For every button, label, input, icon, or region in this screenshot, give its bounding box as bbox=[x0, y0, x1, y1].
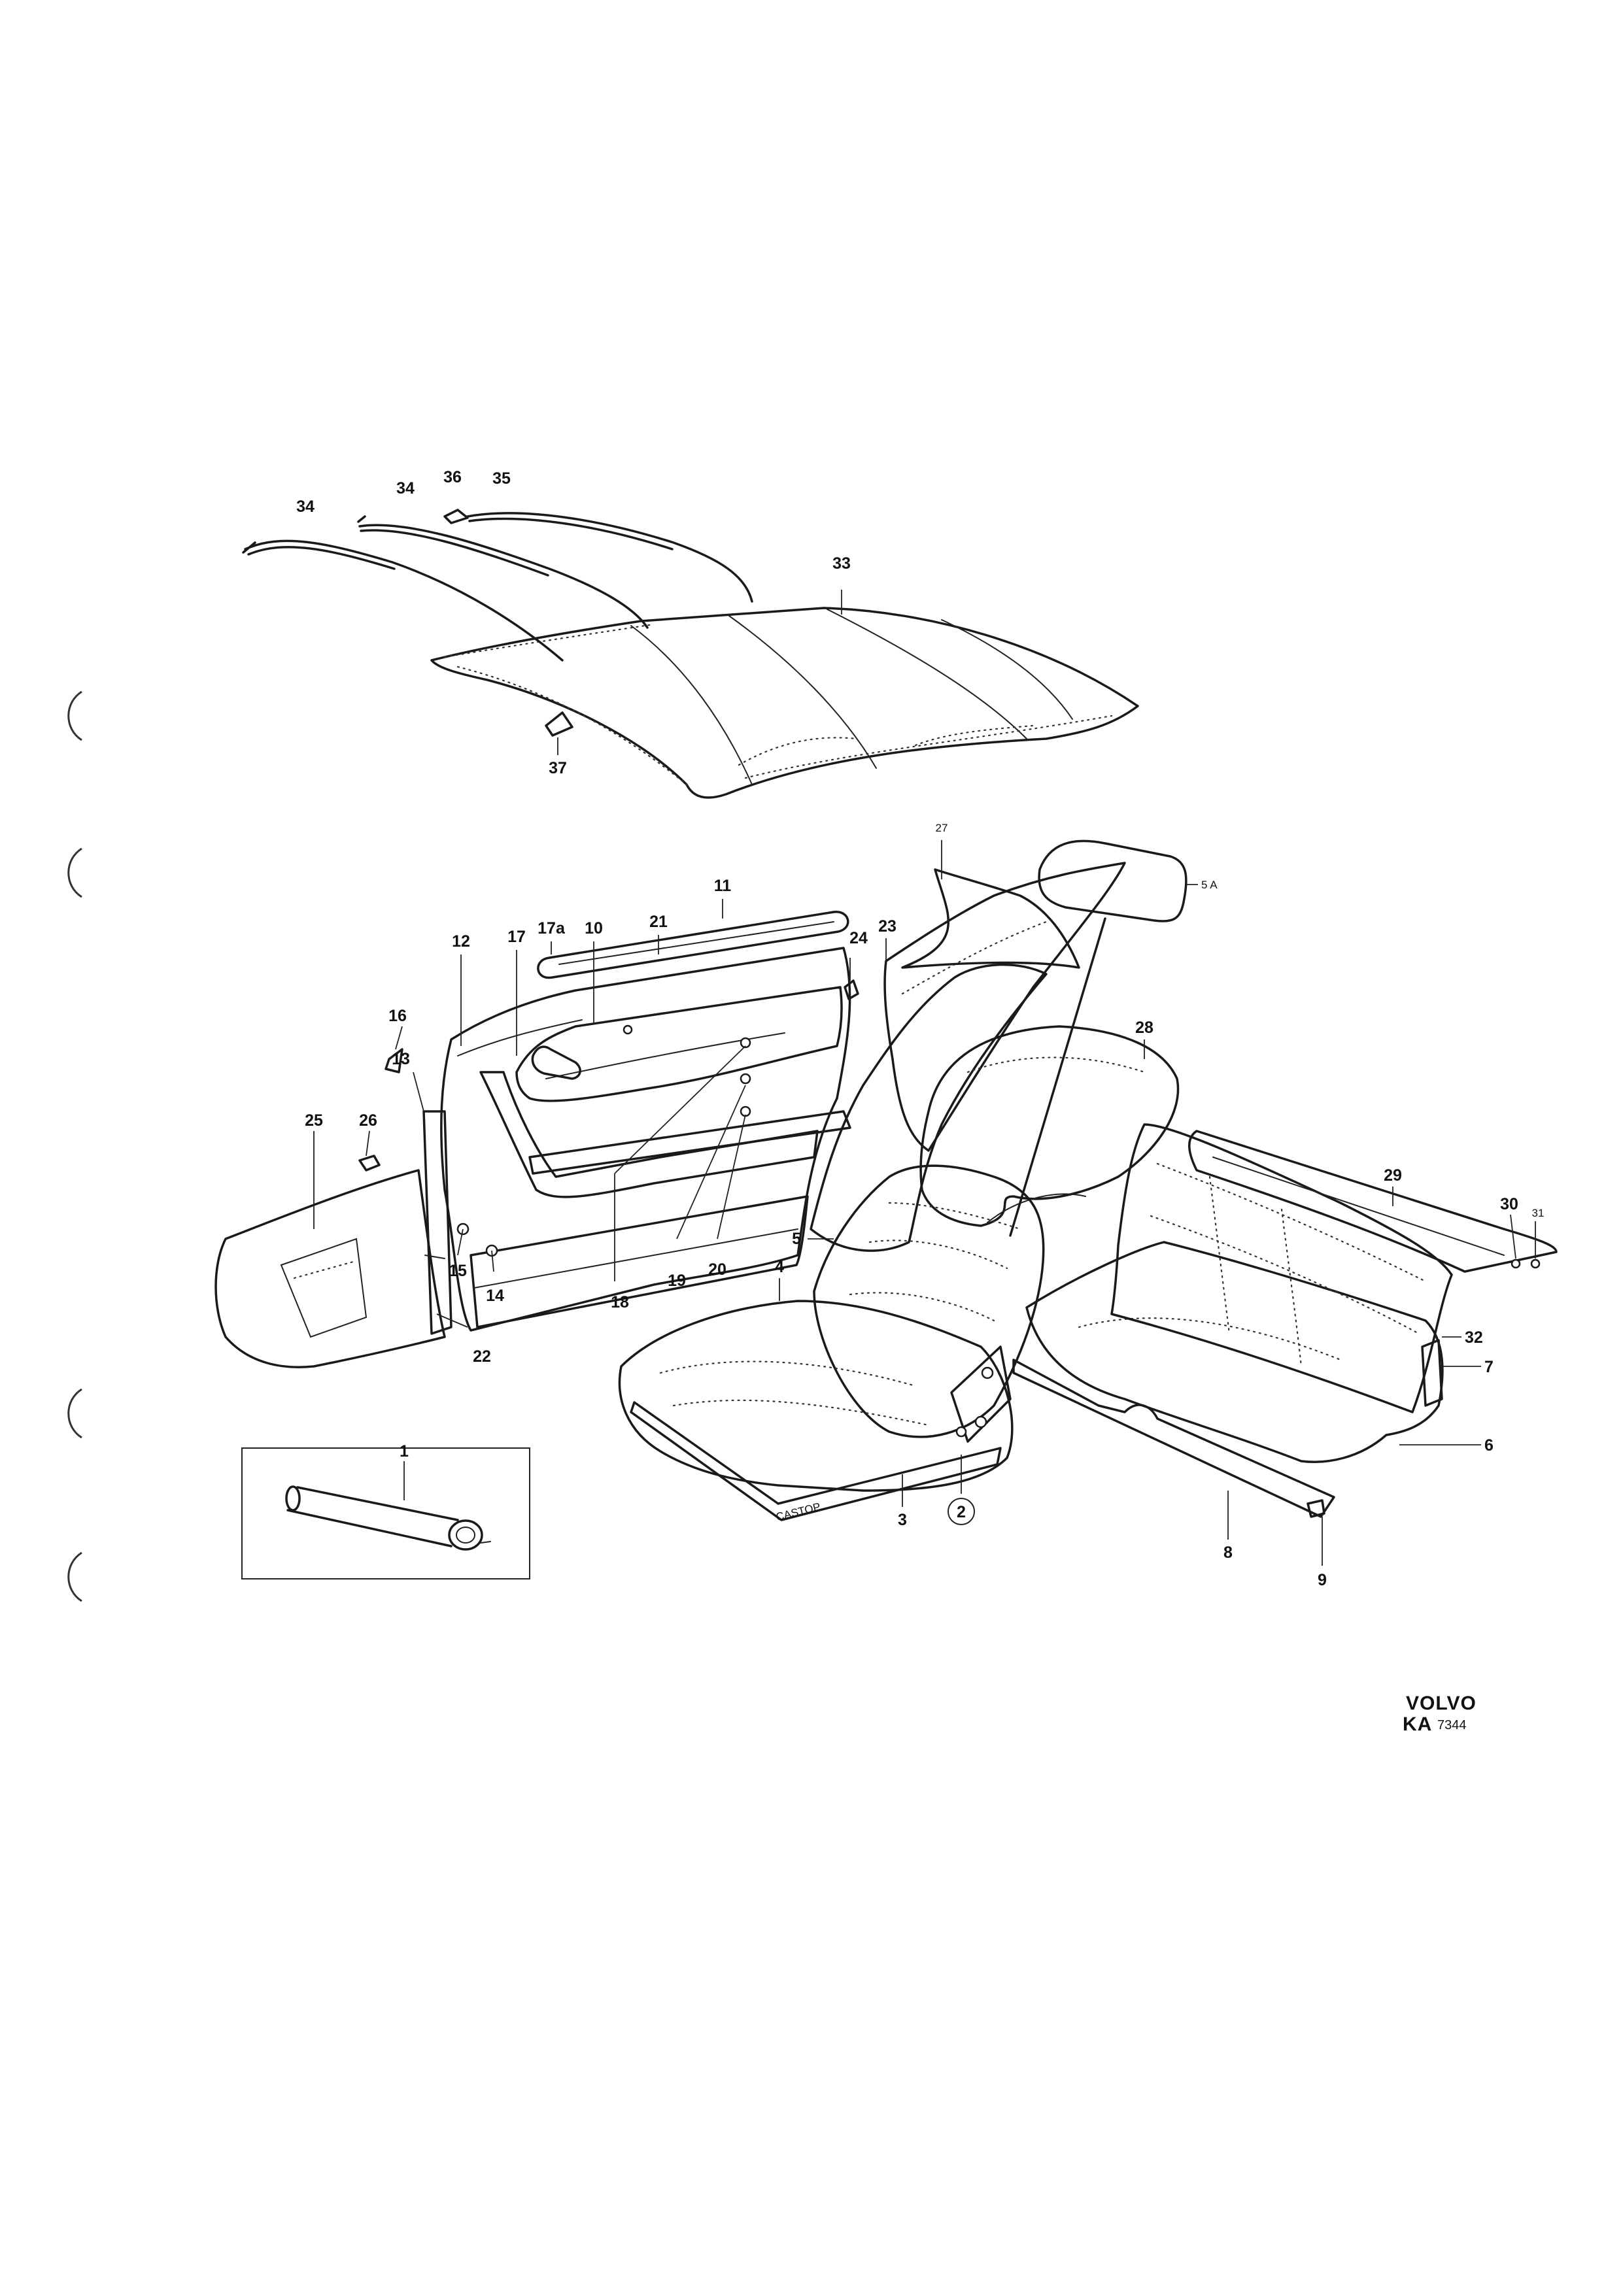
label-5: 5 bbox=[792, 1230, 801, 1248]
brand-volvo: VOLVO bbox=[1406, 1693, 1477, 1714]
binder-marks bbox=[67, 690, 82, 1602]
label-26: 26 bbox=[359, 1111, 377, 1130]
label-17a: 17a bbox=[538, 919, 566, 937]
label-25: 25 bbox=[305, 1111, 323, 1130]
label-11: 11 bbox=[714, 877, 732, 895]
label-34-front: 34 bbox=[296, 498, 315, 516]
rear-seat-cushion bbox=[1025, 1241, 1444, 1463]
window-handle-part16 bbox=[384, 1048, 403, 1073]
bow-clip bbox=[443, 509, 469, 524]
armrest-trim-strip bbox=[528, 1110, 851, 1175]
drawing-code: VOLVO KA 7344 bbox=[1403, 1693, 1477, 1735]
shelf-fastener bbox=[1511, 1258, 1541, 1269]
label-1: 1 bbox=[400, 1442, 409, 1460]
door-trim-panel bbox=[440, 947, 851, 1332]
label-12: 12 bbox=[452, 932, 470, 951]
label-10: 10 bbox=[585, 919, 603, 937]
label-9: 9 bbox=[1318, 1571, 1327, 1589]
label-34-middle: 34 bbox=[396, 479, 415, 498]
roof-bow-rear bbox=[466, 512, 753, 603]
roof-bow-front bbox=[242, 539, 564, 662]
code-number: 7344 bbox=[1437, 1718, 1467, 1732]
rear-seat-backrest-side bbox=[919, 1025, 1180, 1227]
label-35: 35 bbox=[492, 469, 511, 488]
front-seat-cushion bbox=[618, 1300, 1014, 1492]
door-lock-knob bbox=[844, 979, 859, 1000]
door-pocket-frame bbox=[479, 1071, 819, 1198]
label-28: 28 bbox=[1135, 1019, 1153, 1037]
label-18: 18 bbox=[611, 1293, 629, 1311]
kick-panel-clip bbox=[358, 1155, 381, 1172]
label-15: 15 bbox=[449, 1262, 467, 1280]
kick-panel bbox=[214, 1169, 446, 1368]
code-prefix: KA bbox=[1403, 1714, 1432, 1735]
front-seat-runner bbox=[630, 1401, 1002, 1521]
label-8: 8 bbox=[1223, 1544, 1233, 1562]
door-frame-strip bbox=[422, 1110, 453, 1335]
roof-liner bbox=[430, 607, 1139, 799]
upper-rail-trim bbox=[537, 911, 849, 979]
rear-pillar-trim bbox=[901, 868, 1080, 969]
label-23: 23 bbox=[878, 917, 897, 936]
label-2: 2 bbox=[957, 1503, 966, 1521]
label-19: 19 bbox=[668, 1272, 686, 1290]
label-32: 32 bbox=[1465, 1328, 1483, 1347]
label-13: 13 bbox=[392, 1050, 410, 1068]
rear-seat-floor-clip bbox=[1307, 1499, 1325, 1518]
door-pull-handle bbox=[531, 1045, 581, 1080]
carpet-roll-inset bbox=[241, 1447, 530, 1579]
front-seat-backrest bbox=[813, 1164, 1045, 1438]
label-22: 22 bbox=[473, 1347, 491, 1366]
label-17: 17 bbox=[507, 928, 526, 946]
label-4: 4 bbox=[775, 1258, 784, 1276]
callout-circle-2 bbox=[948, 1498, 975, 1525]
label-21: 21 bbox=[649, 913, 668, 931]
label-6: 6 bbox=[1484, 1436, 1494, 1455]
rear-seat-frame bbox=[1012, 1359, 1335, 1518]
part-labels: 33 34 34 36 35 37 27 5 A 11 21 10 17a 17… bbox=[296, 468, 1544, 1589]
quarter-trim-panel bbox=[883, 862, 1126, 1152]
label-24: 24 bbox=[849, 929, 868, 947]
roof-liner-clip bbox=[545, 711, 573, 737]
door-panel-upper bbox=[515, 986, 843, 1102]
door-fasteners bbox=[456, 1024, 751, 1257]
headrest bbox=[1009, 839, 1187, 1237]
label-37: 37 bbox=[549, 759, 567, 777]
front-seat-hinge bbox=[950, 1345, 1012, 1443]
label-29: 29 bbox=[1384, 1166, 1402, 1185]
label-7: 7 bbox=[1484, 1358, 1494, 1376]
label-20: 20 bbox=[708, 1260, 726, 1279]
rear-seat-backrest bbox=[1110, 1123, 1453, 1413]
label-33: 33 bbox=[832, 554, 851, 573]
label-14: 14 bbox=[486, 1287, 504, 1305]
door-panel-lower bbox=[470, 1195, 809, 1328]
rear-side-panel bbox=[810, 963, 1048, 1252]
label-16: 16 bbox=[388, 1007, 407, 1025]
label-30: 30 bbox=[1500, 1195, 1518, 1213]
leader-lines bbox=[313, 590, 1536, 1566]
label-5a: 5 A bbox=[1201, 879, 1218, 891]
rear-shelf-panel bbox=[1188, 1130, 1558, 1273]
label-36: 36 bbox=[443, 468, 462, 486]
label-3: 3 bbox=[898, 1511, 907, 1529]
roof-bow-middle bbox=[357, 515, 649, 629]
seat-back-trim-strip bbox=[1421, 1339, 1443, 1407]
label-31: 31 bbox=[1532, 1207, 1545, 1219]
label-27: 27 bbox=[936, 822, 948, 834]
